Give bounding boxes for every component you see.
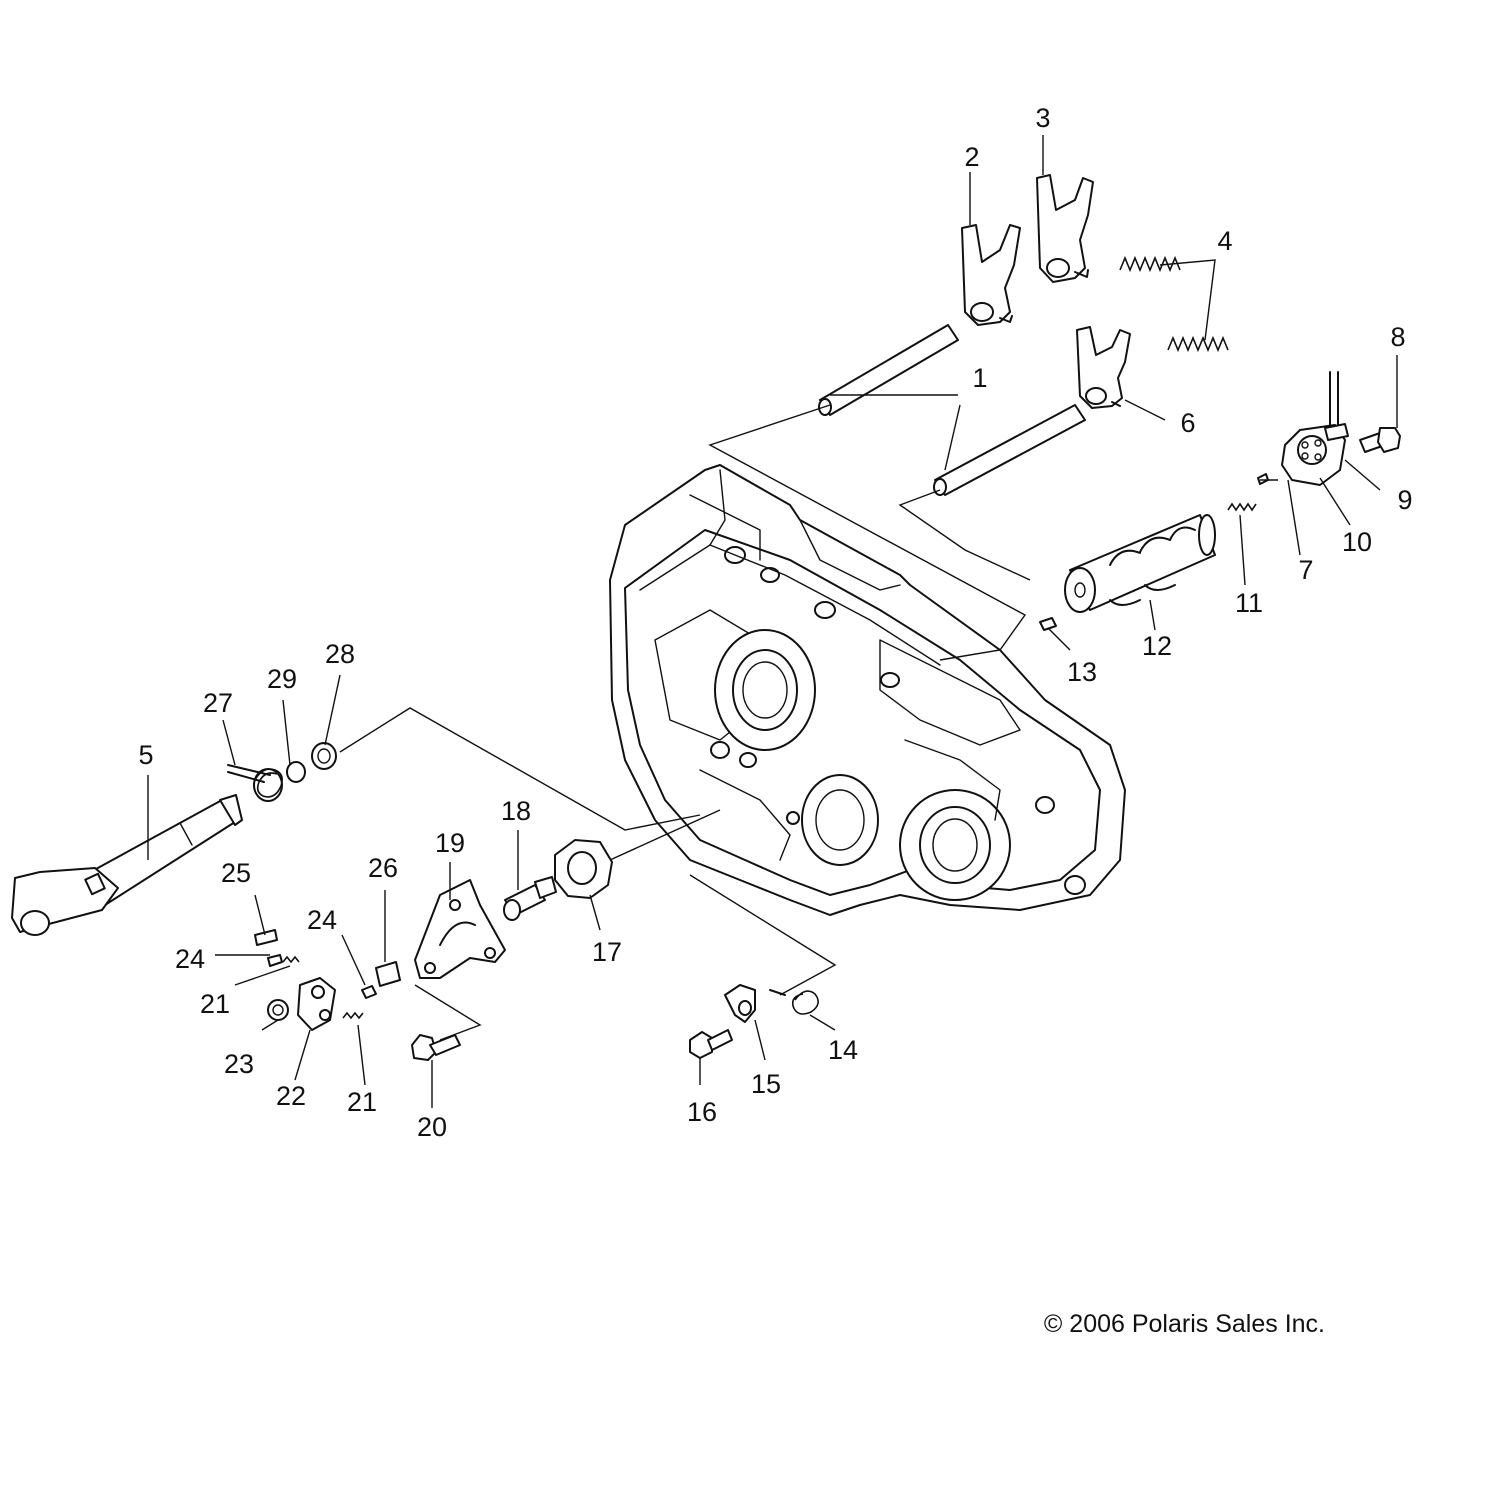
shift-fork-3 [1036, 174, 1094, 283]
callout-2: 2 [964, 142, 979, 172]
shift-fork-2 [961, 224, 1021, 326]
callout-8: 8 [1390, 322, 1405, 352]
callout-24-right: 24 [307, 905, 337, 935]
shift-drum-12 [1064, 514, 1216, 613]
callout-11: 11 [1235, 588, 1263, 618]
copyright-notice: © 2006 Polaris Sales Inc. [1044, 1310, 1325, 1338]
callout-4: 4 [1217, 226, 1232, 256]
callout-20: 20 [417, 1112, 447, 1142]
callout-6: 6 [1180, 408, 1195, 438]
callout-18: 18 [501, 796, 531, 826]
shift-fork-6 [1076, 326, 1131, 409]
callout-26: 26 [368, 853, 398, 883]
drum-parts-right [1039, 371, 1401, 631]
callout-13: 13 [1067, 657, 1097, 687]
callout-29: 29 [267, 664, 297, 694]
callout-10: 10 [1342, 527, 1372, 557]
callout-1: 1 [972, 363, 987, 393]
callout-25: 25 [221, 858, 251, 888]
callout-15: 15 [751, 1069, 781, 1099]
callout-9: 9 [1397, 485, 1412, 515]
shift-cam-17 [554, 839, 613, 899]
callout-16: 16 [687, 1097, 717, 1127]
callout-14: 14 [828, 1035, 858, 1065]
shift-shaft-5 [11, 794, 243, 936]
callout-24-left: 24 [175, 944, 205, 974]
callout-17: 17 [592, 937, 622, 967]
callout-28: 28 [325, 639, 355, 669]
callout-21-upper: 21 [200, 989, 230, 1019]
ratchet-assembly [254, 929, 401, 1031]
crankcase [609, 464, 1126, 916]
shift-fork-shafts [818, 324, 1086, 496]
callout-22: 22 [276, 1081, 306, 1111]
callout-7: 7 [1298, 555, 1313, 585]
callout-23: 23 [224, 1049, 254, 1079]
callout-12: 12 [1142, 631, 1172, 661]
arm-and-spring-14-15 [724, 984, 819, 1023]
callout-3: 3 [1035, 103, 1050, 133]
bolt-20 [411, 1034, 461, 1061]
bolt-18 [503, 876, 557, 921]
leader-lines [147, 135, 1398, 1108]
shaft-spring-and-washers [227, 742, 337, 802]
callout-labels: 1 2 3 4 5 6 7 8 9 10 11 12 13 14 15 16 1… [138, 103, 1412, 1142]
callout-27: 27 [203, 688, 233, 718]
bolt-16 [689, 1029, 733, 1059]
stopper-plate-19 [414, 879, 506, 979]
detent-springs-4 [1119, 255, 1229, 353]
callout-5: 5 [138, 740, 153, 770]
callout-19: 19 [435, 828, 465, 858]
callout-21-lower: 21 [347, 1087, 377, 1117]
